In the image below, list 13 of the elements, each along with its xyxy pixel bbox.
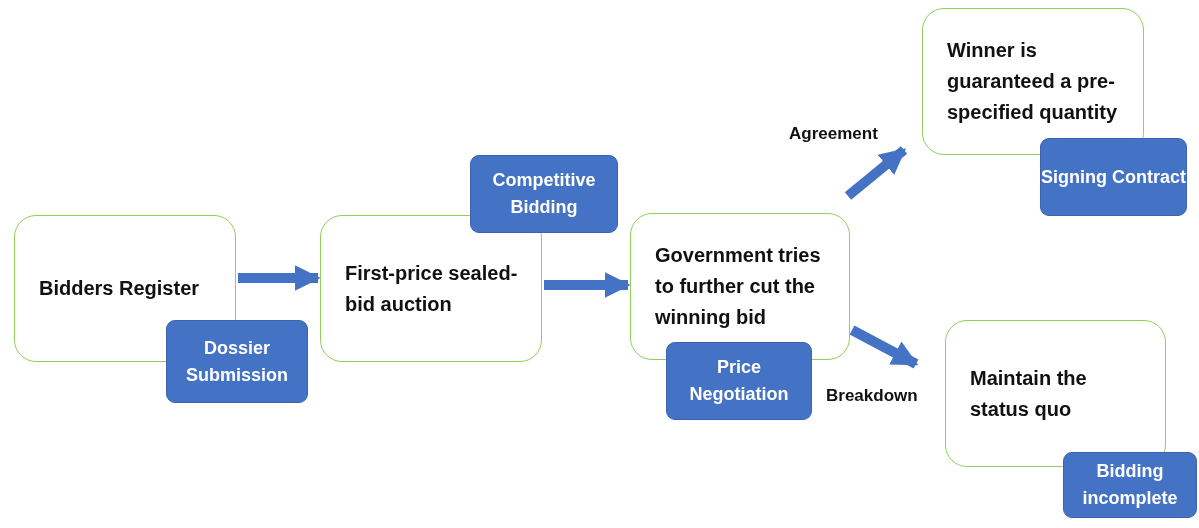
stage-tag: Bidding incomplete <box>1063 452 1197 518</box>
edge-label: Agreement <box>789 124 878 144</box>
block-arrow <box>544 272 631 298</box>
block-arrow <box>844 146 908 200</box>
step-box: Government tries to further cut the winning bid <box>630 213 850 360</box>
stage-tag: Price Negotiation <box>666 342 812 420</box>
step-box: First-price sealed-bid auction <box>320 215 542 362</box>
stage-tag: Dossier Submission <box>166 320 308 403</box>
stage-tag: Competitive Bidding <box>470 155 618 233</box>
stage-tag: Signing Contract <box>1040 138 1187 216</box>
step-box: Winner is guaranteed a pre-specified quantity <box>922 8 1144 155</box>
block-arrow <box>238 265 321 291</box>
block-arrow <box>849 325 919 369</box>
